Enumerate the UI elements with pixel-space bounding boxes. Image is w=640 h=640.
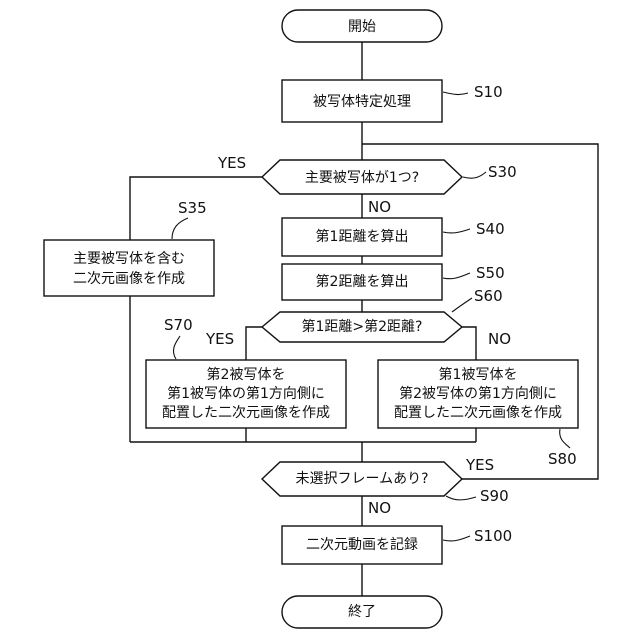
- step-s50-label: S50: [476, 264, 505, 282]
- step-s80-line1: 第1被写体を: [439, 366, 518, 383]
- step-s80-leader: [560, 429, 570, 448]
- step-s35-label: S35: [178, 199, 207, 217]
- start-label: 開始: [348, 19, 376, 35]
- step-s40-label: S40: [476, 220, 505, 238]
- step-s35-line2: 二次元画像を作成: [73, 271, 185, 287]
- step-s50-leader: [443, 273, 470, 279]
- decision-s90-yes: YES: [465, 456, 494, 474]
- step-s100-text: 二次元動画を記録: [306, 536, 418, 553]
- step-s10-leader: [443, 92, 468, 95]
- decision-s30-no: NO: [368, 198, 391, 216]
- step-s80-line3: 配置した二次元画像を作成: [394, 405, 562, 421]
- decision-s30-label: S30: [488, 163, 517, 181]
- decision-s60-yes: YES: [205, 330, 234, 348]
- step-s10-text: 被写体特定処理: [313, 94, 411, 110]
- end-label: 終了: [348, 604, 376, 620]
- step-s35-line1: 主要被写体を含む: [73, 251, 185, 267]
- step-s80-line2: 第2被写体の第1方向側に: [399, 385, 557, 402]
- step-s70-label: S70: [164, 316, 193, 334]
- decision-s60-no: NO: [488, 330, 511, 348]
- step-s70-leader: [173, 336, 180, 359]
- connector-s60-yes-branch: [246, 327, 262, 360]
- step-s100-leader: [443, 536, 470, 541]
- step-s40-leader: [443, 229, 470, 233]
- decision-s30-leader: [463, 172, 486, 178]
- decision-s30-text: 主要被写体が1つ?: [305, 170, 419, 186]
- step-s70-line2: 第1被写体の第1方向側に: [167, 385, 325, 402]
- decision-s90-leader: [446, 496, 476, 500]
- step-s80-label: S80: [548, 450, 577, 468]
- step-s35-box: [44, 240, 214, 296]
- connector-s60-no-branch: [462, 327, 476, 360]
- decision-s90-label: S90: [480, 487, 509, 505]
- decision-s90-text: 未選択フレームあり?: [295, 471, 428, 487]
- step-s10-label: S10: [474, 83, 503, 101]
- decision-s30-yes: YES: [217, 154, 246, 172]
- step-s40-text: 第1距離を算出: [316, 228, 409, 245]
- step-s70-line1: 第2被写体を: [207, 366, 286, 383]
- step-s100-label: S100: [474, 527, 512, 545]
- decision-s60-label: S60: [474, 287, 503, 305]
- decision-s60-leader: [452, 298, 472, 312]
- step-s35-leader: [172, 218, 188, 239]
- decision-s60-text: 第1距離>第2距離?: [302, 318, 423, 335]
- decision-s90-no: NO: [368, 499, 391, 517]
- step-s70-line3: 配置した二次元画像を作成: [162, 405, 330, 421]
- step-s50-text: 第2距離を算出: [316, 273, 409, 290]
